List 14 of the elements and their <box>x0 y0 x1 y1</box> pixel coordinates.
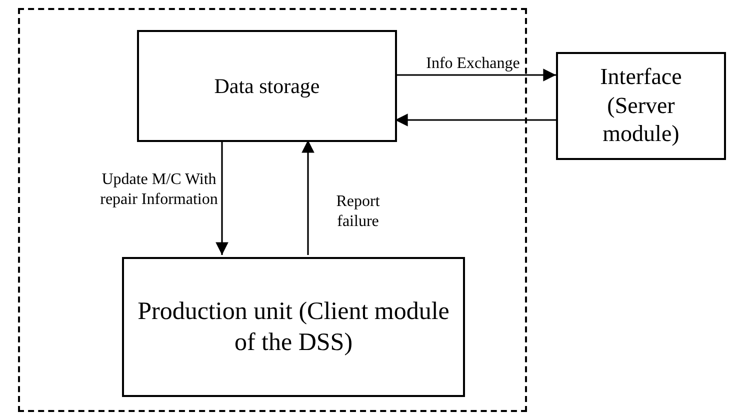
arrow <box>395 68 556 82</box>
box-label: Interface (Server module) <box>599 62 683 148</box>
edge-label: Update M/C With repair Information <box>100 170 218 210</box>
edge-label: Report failure <box>335 192 381 232</box>
box-label: Data storage <box>214 72 320 100</box>
box-label: Production unit (Client module of the DSS) <box>136 296 450 358</box>
process-box <box>137 30 397 142</box>
arrow <box>395 114 556 126</box>
edge-label: Info Exchange <box>425 54 521 74</box>
process-box <box>122 257 465 397</box>
arrow <box>302 140 314 255</box>
arrow <box>216 140 228 255</box>
dashed-boundary <box>18 8 527 412</box>
process-box <box>556 52 726 160</box>
